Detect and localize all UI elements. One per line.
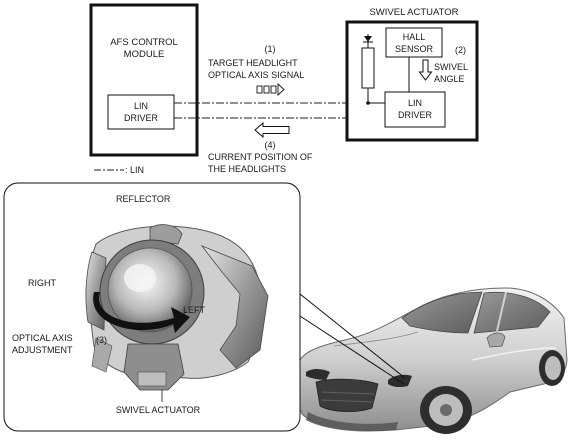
lin-legend-label: : LIN xyxy=(125,165,144,175)
afs-control-module: AFS CONTROL MODULE LIN DRIVER xyxy=(89,3,199,157)
signal-2-number: (2) xyxy=(455,45,466,55)
target-signal-line1: TARGET HEADLIGHT xyxy=(208,58,298,68)
right-label: RIGHT xyxy=(28,278,57,288)
current-position-line1: CURRENT POSITION OF xyxy=(208,152,313,162)
resistor-icon xyxy=(361,47,375,89)
swivel-actuator-box: HALL SENSOR (2) SWIVEL ANGLE LIN DRIVER xyxy=(345,20,479,142)
diode-icon xyxy=(364,36,372,42)
reflector-title: REFLECTOR xyxy=(116,194,171,204)
hall-sensor-line1: HALL xyxy=(403,32,426,42)
signal-1-number: (1) xyxy=(265,44,276,54)
control-driver-line2: DRIVER xyxy=(124,113,159,123)
actuator-driver-line2: DRIVER xyxy=(398,110,433,120)
control-module-title-line1: AFS CONTROL xyxy=(110,37,178,48)
reflector-illustration xyxy=(85,224,269,391)
optical-axis-line1: OPTICAL AXIS xyxy=(12,333,73,343)
lin-legend: : LIN xyxy=(94,165,144,175)
signal-4-number: (4) xyxy=(265,140,276,150)
swivel-angle-arrow-icon xyxy=(418,59,433,81)
actuator-lin-driver: LIN DRIVER xyxy=(384,91,446,128)
actuator-driver-line1: LIN xyxy=(408,98,422,108)
signal-3-number: (3) xyxy=(96,335,107,345)
swivel-direction-arrow-icon xyxy=(93,292,190,333)
target-signal-arrow-icon xyxy=(256,82,285,97)
swivel-actuator-label: SWIVEL ACTUATOR xyxy=(116,405,201,415)
hall-sensor-line2: SENSOR xyxy=(395,44,434,54)
swivel-angle-line1: SWIVEL xyxy=(434,62,468,72)
control-driver-line1: LIN xyxy=(134,101,148,111)
swivel-angle-line2: ANGLE xyxy=(434,74,465,84)
car-illustration xyxy=(294,287,568,434)
control-module-lin-driver: LIN DRIVER xyxy=(107,94,175,130)
swivel-actuator-title: SWIVEL ACTUATOR xyxy=(369,7,458,18)
current-position-arrow-icon xyxy=(254,121,290,139)
current-position-line2: THE HEADLIGHTS xyxy=(208,164,286,174)
target-signal-line2: OPTICAL AXIS SIGNAL xyxy=(208,70,304,80)
left-label: LEFT xyxy=(183,305,206,315)
reflector-panel: REFLECTOR RIGHT LEFT OPTICAL AXIS ADJUST… xyxy=(3,182,406,432)
hall-sensor: HALL SENSOR xyxy=(385,27,443,58)
control-module-title-line2: MODULE xyxy=(124,49,165,60)
optical-axis-line2: ADJUSTMENT xyxy=(12,345,73,355)
